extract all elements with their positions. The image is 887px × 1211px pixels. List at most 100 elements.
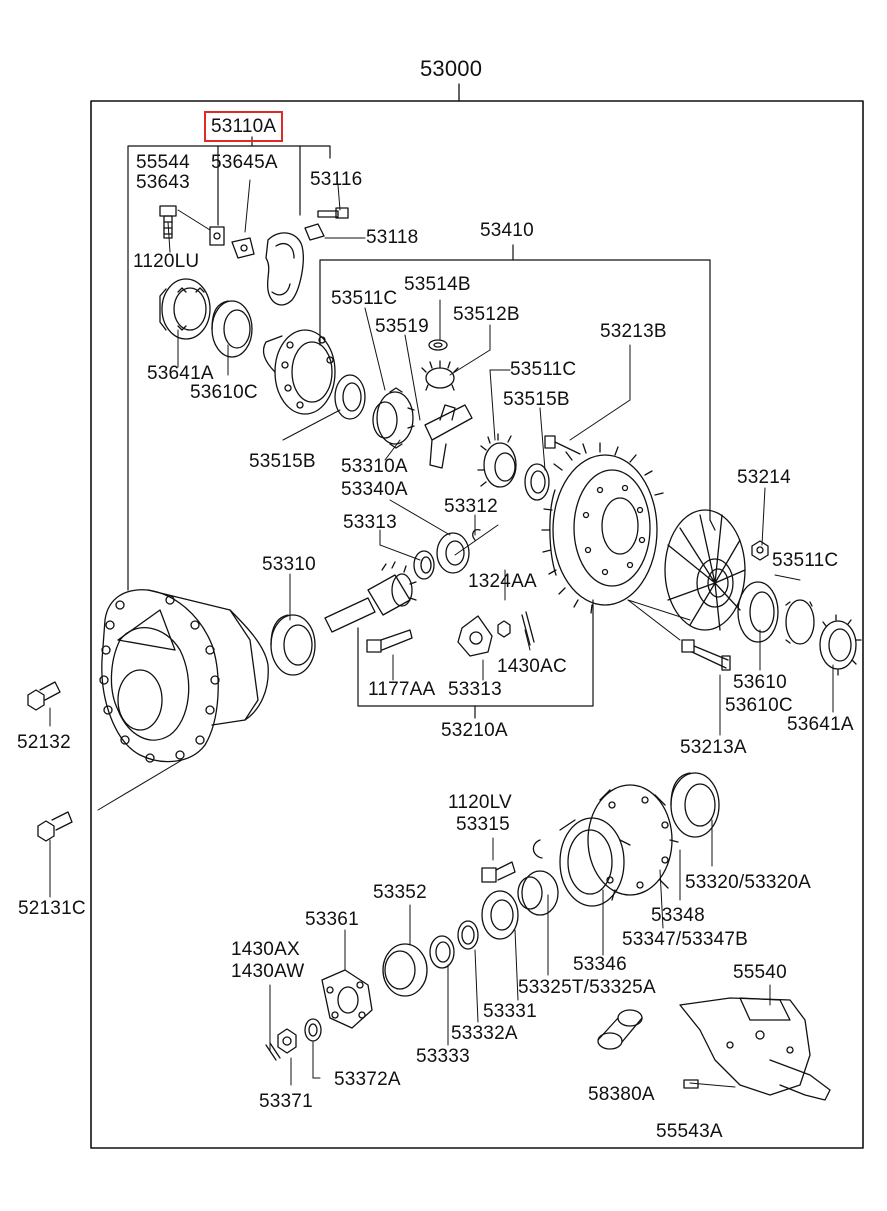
part-label[interactable]: 53610 xyxy=(733,672,787,693)
part-label[interactable]: 53515B xyxy=(249,451,316,472)
part-label[interactable]: 1430AX xyxy=(231,939,300,960)
part-label[interactable]: 53312 xyxy=(444,496,498,517)
part-label[interactable]: 53361 xyxy=(305,909,359,930)
part-label[interactable]: 53313 xyxy=(343,512,397,533)
bearing-53610C-left xyxy=(211,300,253,358)
part-label[interactable]: 52131C xyxy=(18,898,86,919)
case-53348 xyxy=(587,784,679,901)
part-label[interactable]: 53512B xyxy=(453,304,520,325)
part-label[interactable]: 53214 xyxy=(737,467,791,488)
part-label[interactable]: 53346 xyxy=(573,954,627,975)
part-label[interactable]: 52132 xyxy=(17,732,71,753)
side-gear-53511C xyxy=(372,387,415,449)
differential-case-right xyxy=(664,509,746,631)
nut-53214 xyxy=(751,540,769,561)
part-label[interactable]: 53348 xyxy=(651,905,705,926)
part-label[interactable]: 55543A xyxy=(656,1121,723,1142)
housing-55540 xyxy=(679,997,831,1101)
part-label[interactable]: 53331 xyxy=(483,1001,537,1022)
part-label[interactable]: 53610C xyxy=(725,695,793,716)
bearing-53610 xyxy=(737,581,779,643)
bearing-adjuster-53641A-right xyxy=(819,614,862,676)
part-label[interactable]: 53310A xyxy=(341,456,408,477)
shim-53332A xyxy=(457,920,479,950)
part-label[interactable]: 53372A xyxy=(334,1069,401,1090)
part-label[interactable]: 53118 xyxy=(366,227,419,248)
part-label[interactable]: 53213A xyxy=(680,737,747,758)
washer-53372A xyxy=(304,1018,322,1042)
bolt-1120LU xyxy=(159,205,177,239)
part-label[interactable]: 53320/53320A xyxy=(685,872,812,893)
assembly-number-label: 53000 xyxy=(420,56,483,81)
part-label[interactable]: 58380A xyxy=(588,1084,655,1105)
part-label[interactable]: 53213B xyxy=(600,321,667,342)
shim-53312 xyxy=(472,528,481,541)
part-label[interactable]: 53310 xyxy=(262,554,316,575)
case-53346 xyxy=(559,817,631,907)
part-label-53110A-highlighted[interactable]: 53110A xyxy=(204,111,284,142)
drive-pinion-53210A xyxy=(324,561,417,633)
part-label[interactable]: 53332A xyxy=(451,1023,518,1044)
part-label[interactable]: 1430AC xyxy=(497,656,567,677)
part-label[interactable]: 1430AW xyxy=(231,961,305,982)
bearing-53320 xyxy=(670,772,720,838)
part-label[interactable]: 53645A xyxy=(211,152,278,173)
assembly-frame xyxy=(90,100,864,1149)
part-label[interactable]: 53352 xyxy=(373,882,427,903)
part-label[interactable]: 1324AA xyxy=(468,571,537,592)
part-label[interactable]: 53315 xyxy=(456,814,510,835)
part-label[interactable]: 53610C xyxy=(190,382,258,403)
part-label[interactable]: 53511C xyxy=(772,550,839,571)
part-label[interactable]: 53313 xyxy=(448,679,502,700)
part-label[interactable]: 53641A xyxy=(787,714,854,735)
part-label[interactable]: 53325T/53325A xyxy=(518,977,656,998)
collapsible-spacer-53313 xyxy=(413,550,435,580)
bearing-53340A xyxy=(436,532,470,574)
part-label[interactable]: 53643 xyxy=(136,172,190,193)
part-label[interactable]: 53210A xyxy=(441,720,508,741)
nut-53371 xyxy=(277,1028,297,1054)
bracket-differential xyxy=(319,244,716,531)
lock-plate-53643 xyxy=(209,226,225,246)
bearing-53352 xyxy=(382,943,428,997)
bolt-53315 xyxy=(481,861,516,883)
leader-lines xyxy=(49,179,834,1088)
part-label[interactable]: 55540 xyxy=(733,962,787,983)
bearing-cap-53110A xyxy=(265,232,304,306)
part-label[interactable]: 53519 xyxy=(375,316,429,337)
part-label[interactable]: 53515B xyxy=(503,389,570,410)
thrust-washer-53514B xyxy=(428,339,448,351)
part-label[interactable]: 53511C xyxy=(331,288,398,309)
part-label[interactable]: 1120LU xyxy=(133,251,200,272)
bolt-52131C xyxy=(37,811,73,842)
part-label[interactable]: 53514B xyxy=(404,274,471,295)
part-label[interactable]: 55544 xyxy=(136,152,190,173)
part-label[interactable]: 53641A xyxy=(147,363,214,384)
part-label[interactable]: 1177AA xyxy=(368,679,436,700)
part-label[interactable]: 53371 xyxy=(259,1091,313,1112)
washer-53118 xyxy=(304,223,325,241)
part-label[interactable]: 53347/53347B xyxy=(622,929,749,950)
cotter-pin-1430AC xyxy=(521,611,535,646)
part-label[interactable]: 53116 xyxy=(310,169,363,190)
bolt-52132 xyxy=(27,681,61,711)
pinion-shaft-53519 xyxy=(424,404,473,469)
part-label[interactable]: 1120LV xyxy=(448,792,512,813)
part-label[interactable]: 53333 xyxy=(416,1046,470,1067)
differential-case xyxy=(262,329,336,415)
seal-53325T xyxy=(517,870,559,916)
nut-1324AA xyxy=(497,620,511,638)
bolt-1177AA xyxy=(366,629,413,653)
pinion-gear-53512B xyxy=(421,360,459,391)
bearing-53331 xyxy=(481,890,519,940)
bracket-drive-pinion xyxy=(357,599,594,719)
part-label[interactable]: 53410 xyxy=(480,220,534,241)
bearing-inner-53610C xyxy=(785,599,815,645)
snap-ring-1120LV xyxy=(532,839,543,859)
part-label[interactable]: 53511C xyxy=(510,359,577,380)
pinion-bearing-53310 xyxy=(270,614,316,676)
bolt-53213A xyxy=(681,639,731,671)
part-label[interactable]: 53340A xyxy=(341,479,408,500)
